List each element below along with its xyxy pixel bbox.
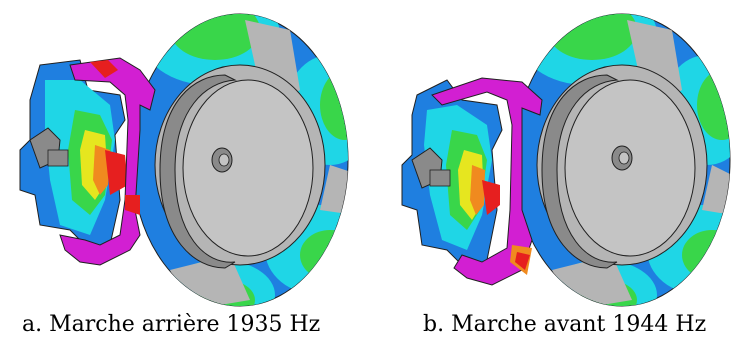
caption-a: a. Marche arrière 1935 Hz bbox=[22, 312, 321, 337]
fem-mode-shape-render-a bbox=[19, 13, 349, 307]
figure-panel-a: a. Marche arrière 1935 Hz bbox=[0, 0, 360, 349]
figure-panel-b: b. Marche avant 1944 Hz bbox=[372, 0, 732, 349]
caption-b: b. Marche avant 1944 Hz bbox=[423, 312, 707, 337]
brake-caliper bbox=[401, 77, 543, 286]
wheel-hub bbox=[154, 64, 326, 269]
brake-caliper bbox=[19, 57, 156, 266]
fem-mode-shape-render-b bbox=[401, 13, 731, 307]
wheel-hub bbox=[536, 64, 708, 269]
